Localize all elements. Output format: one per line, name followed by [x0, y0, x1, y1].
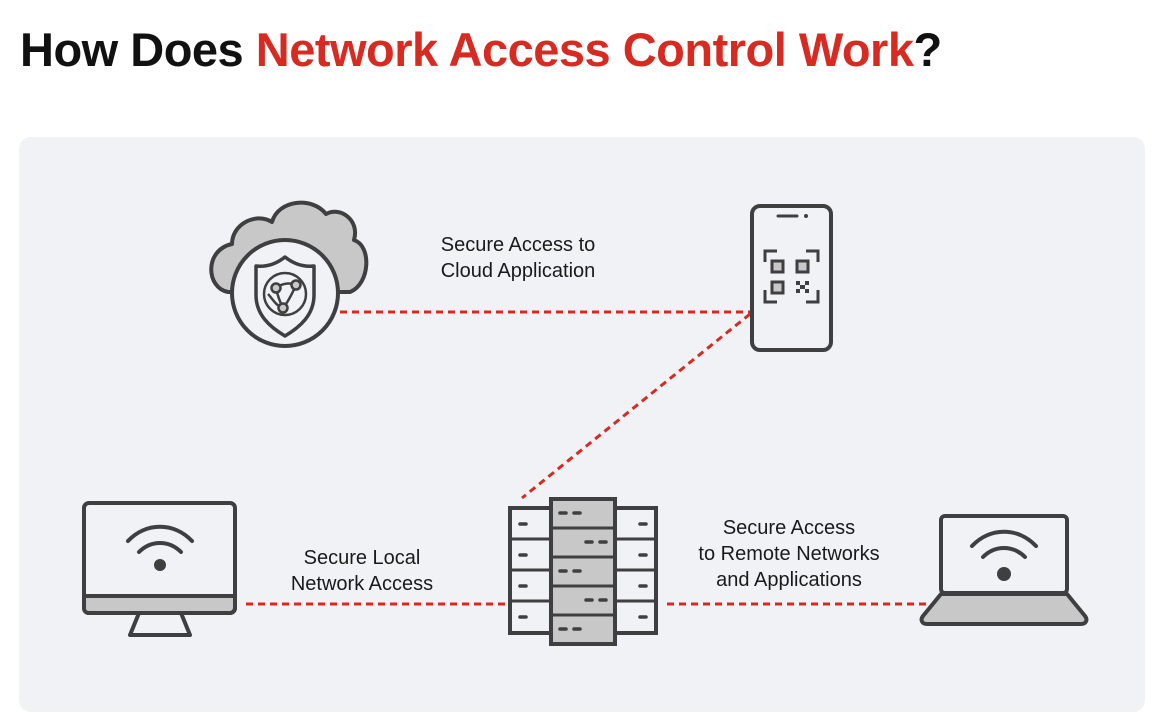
label-line: Secure Access to [440, 234, 596, 256]
desktop-wifi-icon [82, 501, 237, 637]
label-line: to Remote Networks [698, 543, 880, 565]
smartphone-qr-code-icon [750, 204, 833, 352]
title-prefix: How Does [20, 23, 256, 76]
label-line: Secure Access [722, 517, 856, 539]
laptop-wifi-icon [919, 514, 1089, 626]
label-cloud-access: Secure Access to Cloud Application [412, 232, 624, 284]
label-line: Network Access [290, 573, 434, 595]
label-local-access: Secure Local Network Access [264, 545, 460, 597]
server-rack-icon [508, 497, 658, 646]
label-line: Secure Local [303, 547, 421, 569]
cloud-shield-globe-icon [209, 200, 369, 348]
page-title: How Does Network Access Control Work? [20, 20, 942, 80]
title-accent: Network Access Control Work [255, 23, 914, 76]
title-suffix: ? [913, 23, 942, 76]
label-line: and Applications [716, 569, 862, 591]
connection-phone-server [521, 312, 751, 500]
label-remote-access: Secure Access to Remote Networks and App… [676, 515, 902, 593]
label-line: Cloud Application [440, 260, 596, 282]
